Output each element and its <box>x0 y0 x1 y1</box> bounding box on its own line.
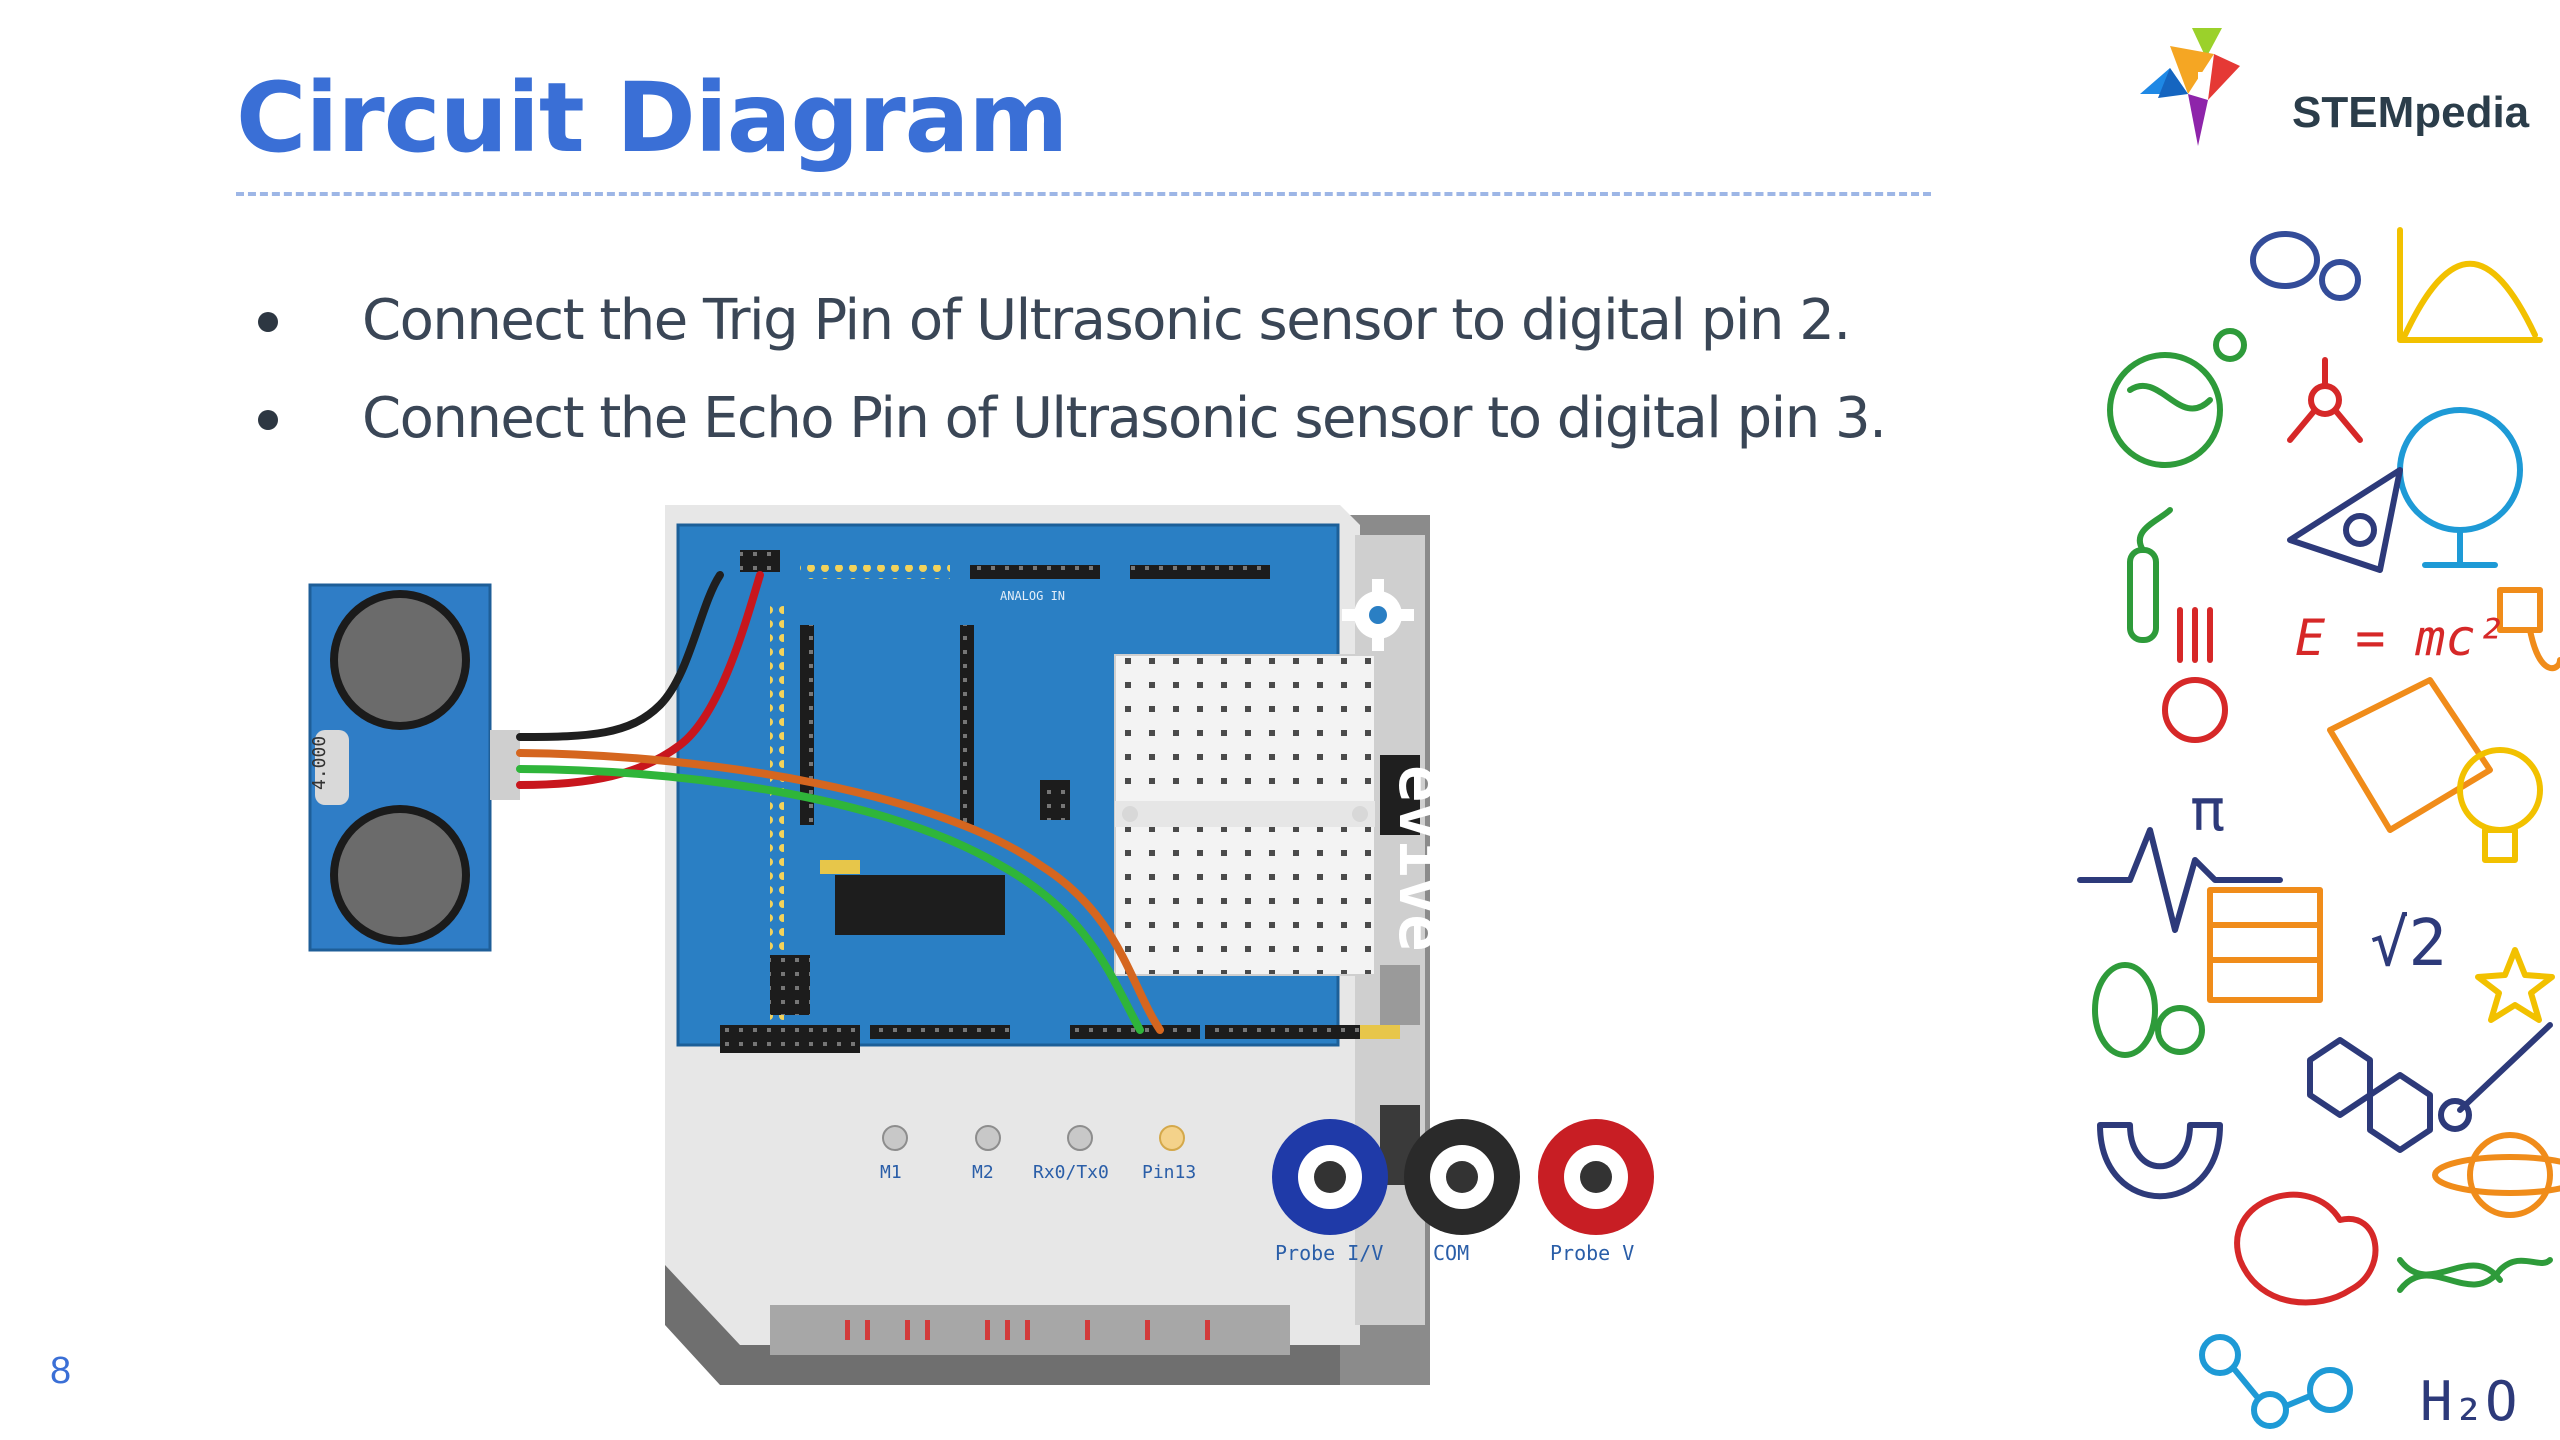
plug-icon <box>2497 587 2560 672</box>
science-doodles: E = mc² π √2 H₂O <box>2077 227 2560 1433</box>
stempedia-logo <box>2140 28 2240 146</box>
instruction-item: Connect the Trig Pin of Ultrasonic senso… <box>250 272 1885 370</box>
probe-jack-red <box>1538 1119 1654 1235</box>
probe-label-iv: Probe I/V <box>1275 1241 1383 1265</box>
analog-in-label: ANALOG IN <box>1000 589 1065 603</box>
title-divider <box>236 192 1931 196</box>
gear-icon <box>1342 579 1414 651</box>
indicator-label-m2: M2 <box>972 1162 994 1183</box>
slide-title: Circuit Diagram <box>236 62 1068 174</box>
ultrasonic-sensor: 4.000 <box>308 583 520 952</box>
star-icon <box>2475 947 2555 1023</box>
wire-trig-orange <box>516 749 1164 1034</box>
probe-label-v: Probe V <box>1550 1241 1634 1265</box>
wire-vcc-red <box>516 571 764 789</box>
formula-pi: π <box>2190 776 2225 844</box>
wiring <box>516 571 1164 1034</box>
instruction-text: Connect the Echo Pin of Ultrasonic senso… <box>362 386 1887 451</box>
book-icon <box>2327 677 2493 833</box>
indicator-label-m1: M1 <box>880 1162 902 1183</box>
indicator-label-rx-tx: Rx0/Tx0 <box>1033 1162 1109 1183</box>
saturn-icon <box>2432 1132 2560 1218</box>
formula-root: √2 <box>2370 907 2447 981</box>
bullet-dot <box>258 410 278 430</box>
bell-curve-icon <box>2397 227 2543 343</box>
lightbulb-icon <box>2457 747 2543 863</box>
wire-gnd-black <box>516 571 724 741</box>
probe-jack-black <box>1404 1119 1520 1235</box>
instruction-item: Connect the Echo Pin of Ultrasonic senso… <box>250 370 1887 468</box>
test-tube-icon <box>2127 507 2173 643</box>
magnet-icon <box>2097 1122 2223 1200</box>
probe-jack-blue <box>1272 1119 1388 1235</box>
globe-icon <box>2107 328 2247 468</box>
brain-icon <box>2234 1191 2379 1306</box>
world-globe-icon <box>2397 407 2523 568</box>
formula-energy: E = mc² <box>2295 609 2506 667</box>
pill-icon <box>2092 962 2205 1058</box>
molecule-icon <box>2287 357 2363 443</box>
dna-icon <box>2397 1257 2553 1293</box>
instruction-list: Connect the Trig Pin of Ultrasonic senso… <box>250 272 1887 468</box>
indicator-label-pin13: Pin13 <box>1142 1162 1196 1183</box>
thermometer-icon <box>2438 1022 2553 1132</box>
stempedia-wordmark: STEMpedia <box>2292 88 2530 137</box>
hexagon-molecule-icon <box>2307 1037 2433 1153</box>
wire-echo-green <box>516 765 1144 1034</box>
instruction-text: Connect the Trig Pin of Ultrasonic senso… <box>362 288 1851 353</box>
sensor-crystal-label: 4.000 <box>309 736 330 790</box>
circuit-diagram: evive ANALOG IN M1 M2 Rx0/Tx0 Pin13 Prob… <box>308 505 1654 1385</box>
bullet-dot <box>258 312 278 332</box>
probe-label-com: COM <box>1433 1241 1469 1265</box>
evive-board: evive ANALOG IN M1 M2 Rx0/Tx0 Pin13 Prob… <box>665 505 1654 1385</box>
rocket-icon <box>2287 467 2403 573</box>
apple-falling-icon <box>2162 607 2228 743</box>
page-number: 8 <box>50 1350 72 1392</box>
abacus-icon <box>2207 887 2323 1003</box>
evive-brand: evive <box>1385 765 1458 952</box>
atom-chain-icon <box>2199 1334 2353 1429</box>
bacteria-icon <box>2250 231 2361 301</box>
heartbeat-icon <box>2077 827 2283 933</box>
formula-water: H₂O <box>2420 1370 2518 1433</box>
